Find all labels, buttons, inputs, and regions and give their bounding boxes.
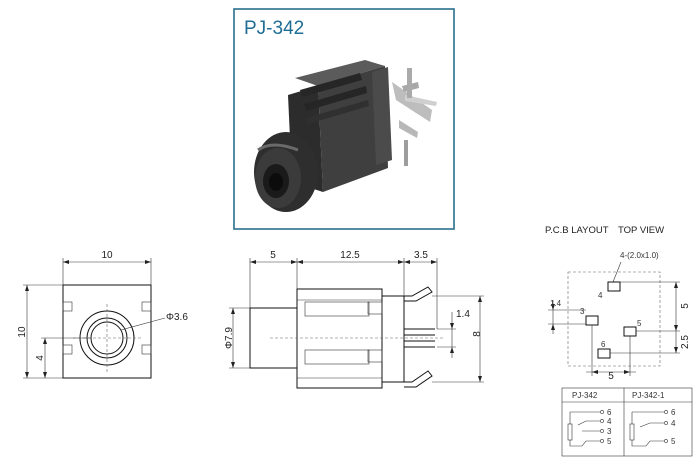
jack-photo <box>254 60 437 212</box>
pcb-right-top-dim: 5 <box>680 303 691 309</box>
corner-tab <box>62 344 73 355</box>
pad-label-6: 6 <box>601 340 606 349</box>
pcb-outline <box>567 271 661 367</box>
pad-6 <box>597 348 611 359</box>
front-outline <box>62 284 152 379</box>
pcb-title: P.C.B LAYOUT <box>545 225 609 236</box>
pad-5 <box>623 326 637 337</box>
side-barrel <box>249 307 298 369</box>
pcb-right-bottom-dim: 2.5 <box>680 335 691 349</box>
pad-label-5: 5 <box>637 319 642 328</box>
pcb-bottom-dim: 5 <box>608 371 614 382</box>
hole-dim-label: Φ3.6 <box>166 312 188 323</box>
schematic-left-pin-4: 4 <box>607 417 612 426</box>
schematic-right-pin-4: 4 <box>671 419 676 428</box>
side-dim-2: 12.5 <box>340 250 360 261</box>
pad-3 <box>585 315 599 326</box>
model-title: PJ-342 <box>244 18 304 39</box>
front-view: 10 10 4 Φ3.6 <box>17 250 188 379</box>
schematic-header-left: PJ-342 <box>572 391 598 400</box>
pad-label-3: 3 <box>580 307 585 316</box>
schematic-right-pin-5: 5 <box>671 437 676 446</box>
hole-leader <box>120 317 166 331</box>
pcb-layout: P.C.B LAYOUT TOP VIEW 4-(2.0x1.0) 4 3 5 … <box>545 225 691 382</box>
side-view: 5 12.5 3.5 Φ7.9 1.4 8 <box>224 250 484 389</box>
side-dia-label: Φ7.9 <box>224 327 235 349</box>
front-width-label: 10 <box>101 250 113 261</box>
schematic-right-pin-6: 6 <box>671 408 676 417</box>
schematic-left-pin-6: 6 <box>607 408 612 417</box>
corner-tab <box>141 301 152 312</box>
schematic-left: 6 4 3 5 <box>567 408 612 447</box>
corner-tab <box>141 344 152 355</box>
schematic-left-pin-5: 5 <box>607 437 612 446</box>
side-rear <box>381 295 405 383</box>
side-pin-label: 1.4 <box>456 309 470 320</box>
schematic-table: PJ-342 PJ-342-1 6 4 3 5 <box>561 387 693 457</box>
pad-label-4: 4 <box>598 291 603 300</box>
pcb-subtitle: TOP VIEW <box>618 225 664 236</box>
corner-tab <box>62 301 73 312</box>
schematic-header-right: PJ-342-1 <box>632 391 665 400</box>
schematic-right: 6 4 5 <box>629 408 676 447</box>
pcb-left-dim: 1.4 <box>550 299 562 308</box>
side-dim-1: 5 <box>270 250 276 261</box>
front-height-label: 10 <box>17 326 28 338</box>
schematic-left-pin-3: 3 <box>607 427 612 436</box>
side-dim-3: 3.5 <box>414 250 428 261</box>
pad-callout: 4-(2.0x1.0) <box>620 251 659 260</box>
side-height-label: 8 <box>472 331 483 337</box>
product-photo-panel: PJ-342 <box>233 8 455 230</box>
front-offset-label: 4 <box>35 355 46 361</box>
pad-4 <box>607 281 621 292</box>
schematic-frame <box>561 387 693 457</box>
